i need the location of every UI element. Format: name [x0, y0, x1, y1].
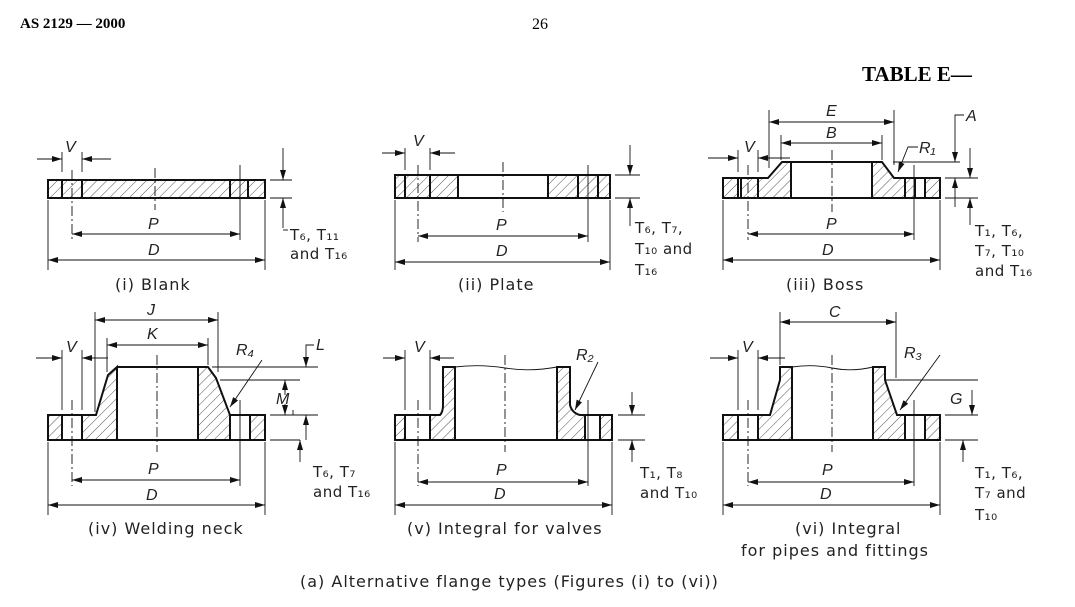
dim-c: C	[829, 304, 841, 321]
thickness-note: T₇ and	[974, 484, 1026, 502]
thickness-note: and T₁₆	[290, 245, 348, 263]
thickness-note: T₇, T₁₀	[974, 242, 1024, 260]
figure-caption: (v) Integral for valves	[407, 519, 603, 538]
thickness-note: T₆, T₇	[312, 463, 356, 481]
dim-p: P	[148, 461, 159, 478]
table-title: TABLE E—	[862, 62, 973, 86]
page-number: 26	[532, 16, 548, 33]
dim-d: D	[822, 242, 834, 259]
thickness-note: T₁, T₈	[639, 464, 683, 482]
thickness-note: T₁₀ and	[634, 240, 693, 258]
figure-welding-neck: V J K R₄ L M P D T₆, T₇ and T₁₆ (iv) Wel…	[36, 302, 371, 538]
dim-g: G	[950, 391, 962, 408]
dim-p: P	[148, 216, 159, 233]
thickness-note: and T₁₆	[975, 262, 1033, 280]
dim-v: V	[65, 139, 77, 156]
thickness-note: T₁₆	[634, 261, 658, 279]
standard-number: AS 2129 — 2000	[20, 16, 125, 32]
dim-r3: R₃	[904, 345, 922, 362]
dim-v: V	[66, 339, 78, 356]
dim-r1: R₁	[919, 140, 936, 157]
dim-d: D	[494, 486, 506, 503]
dim-v: V	[414, 339, 426, 356]
thickness-note: T₆, T₇,	[634, 219, 683, 237]
figure-integral-pipes: V C R₃ G P D T₁, T₆, T₇ and T₁₀ (vi) Int…	[710, 304, 1026, 560]
thickness-note: T₁, T₆,	[974, 464, 1023, 482]
dim-v: V	[744, 139, 756, 156]
dim-v: V	[742, 339, 754, 356]
thickness-note: and T₁₀	[640, 484, 698, 502]
thickness-note: T₁, T₆,	[974, 222, 1023, 240]
dim-j: J	[146, 302, 156, 319]
dim-p: P	[826, 216, 837, 233]
figure-caption: (vi) Integral	[795, 519, 901, 538]
dim-r2: R₂	[576, 347, 594, 364]
dim-m: M	[276, 391, 290, 408]
thickness-note: T₆, T₁₁	[289, 226, 339, 244]
thickness-note: and T₁₆	[313, 483, 371, 501]
dim-k: K	[147, 326, 159, 343]
dim-l: L	[316, 337, 325, 354]
dim-v: V	[413, 133, 425, 150]
figure-integral-valves: V R₂ P D T₁, T₈ and T₁₀ (v) Integral for…	[383, 339, 698, 538]
dim-d: D	[820, 486, 832, 503]
figure-caption: (iii) Boss	[786, 275, 864, 294]
dim-b: B	[826, 125, 837, 142]
dim-r4: R₄	[236, 342, 254, 359]
dim-p: P	[496, 462, 507, 479]
figure-blank: V P D T₆, T₁₁ and T₁₆ (i) Blank	[37, 139, 348, 294]
figures-caption: (a) Alternative flange types (Figures (i…	[300, 572, 719, 591]
dim-p: P	[496, 217, 507, 234]
figure-plate: V P D T₆, T₇, T₁₀ and T₁₆ (ii) Plate	[382, 133, 693, 294]
figure-caption: (iv) Welding neck	[88, 519, 244, 538]
dim-a: A	[965, 108, 977, 125]
dim-e: E	[826, 103, 837, 120]
figure-boss: V E B R₁ A P D T₁, T₆, T₇, T₁₀ and T₁₆ (…	[708, 103, 1033, 294]
figure-caption: (i) Blank	[115, 275, 191, 294]
dim-d: D	[148, 242, 160, 259]
figure-caption: (ii) Plate	[458, 275, 534, 294]
thickness-note: T₁₀	[974, 506, 998, 524]
figure-caption: for pipes and fittings	[741, 541, 929, 560]
dim-d: D	[146, 487, 158, 504]
dim-p: P	[822, 462, 833, 479]
dim-d: D	[496, 243, 508, 260]
